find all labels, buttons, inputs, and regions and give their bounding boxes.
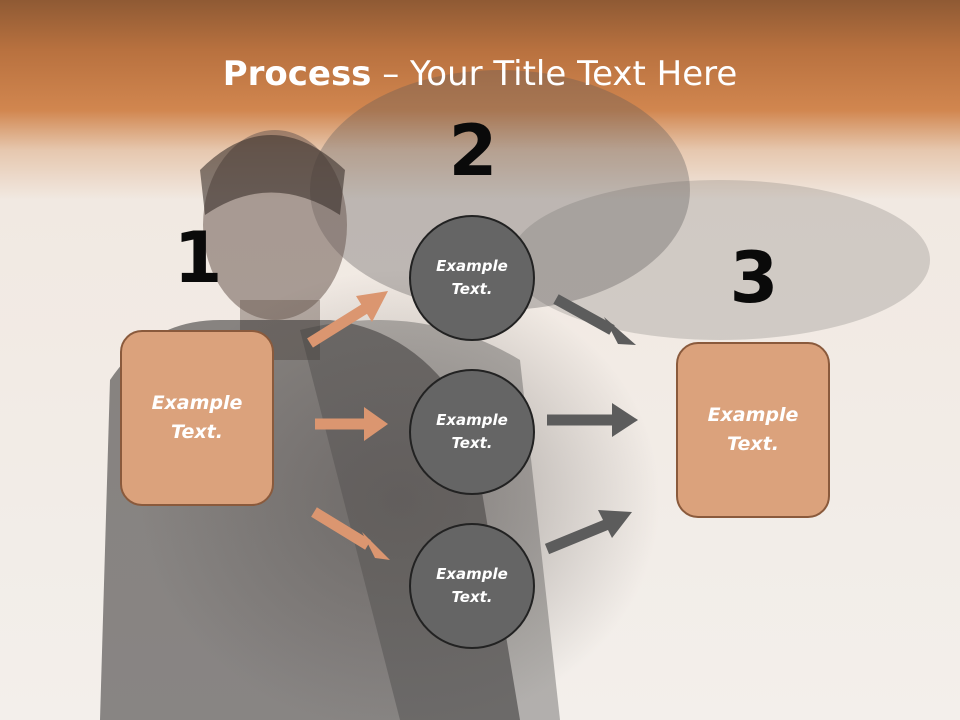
- box-step-1: Example Text.: [120, 330, 274, 506]
- arrow-left-to-bottom: [311, 507, 371, 550]
- arrow-left-to-bottom-head: [362, 532, 390, 560]
- circle-top: Example Text.: [409, 215, 535, 341]
- arrow-bottom-to-right-head: [598, 510, 632, 538]
- title-bold: Process: [222, 54, 372, 94]
- arrow-left-to-top: [307, 303, 369, 348]
- box-step-3: Example Text.: [676, 342, 830, 518]
- box-step-1-text: Example Text.: [151, 392, 243, 443]
- step-number-2: 2: [448, 110, 498, 192]
- arrow-left-to-top-head: [356, 291, 388, 322]
- circle-top-text: Example Text.: [436, 257, 508, 298]
- circle-bottom: Example Text.: [409, 523, 535, 649]
- arrow-bottom-to-right: [544, 518, 611, 555]
- arrow-left-to-middle-head: [364, 407, 388, 441]
- arrow-middle-to-right-head: [612, 403, 638, 437]
- arrow-top-to-right-head: [604, 317, 636, 345]
- step-number-3: 3: [729, 237, 779, 319]
- arrow-top-to-right: [553, 294, 615, 335]
- circle-middle-text: Example Text.: [436, 411, 508, 452]
- step-number-1: 1: [173, 217, 223, 299]
- slide-title: Process – Your Title Text Here: [0, 52, 960, 96]
- circle-bottom-text: Example Text.: [436, 565, 508, 606]
- title-rest: – Your Title Text Here: [371, 54, 738, 94]
- box-step-3-text: Example Text.: [707, 404, 799, 455]
- circle-middle: Example Text.: [409, 369, 535, 495]
